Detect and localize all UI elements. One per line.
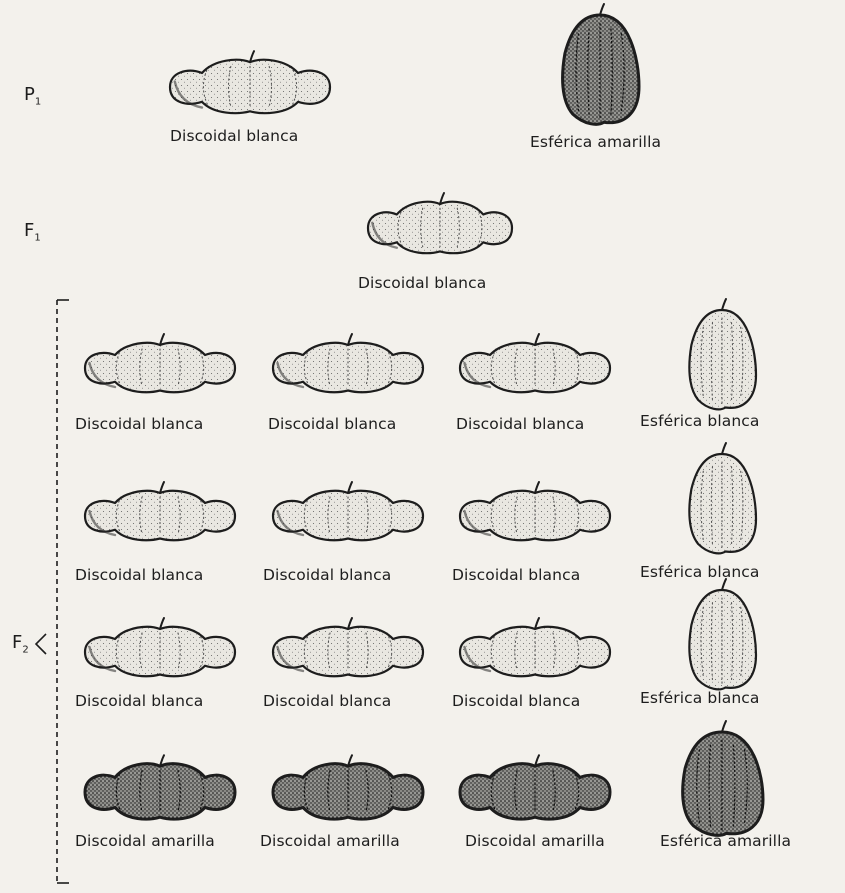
generation-letter: P <box>24 84 35 105</box>
fruit-f2-r1-c3 <box>460 334 610 392</box>
generation-label-f1: F1 <box>24 220 41 244</box>
fruit-f2-r4-c3 <box>460 755 610 819</box>
fruit-f2-r1-c1 <box>85 334 235 392</box>
fruit-f2-r4-c1 <box>85 755 235 819</box>
fruit-f2-r3-c1 <box>85 618 235 676</box>
fruit-label: Esférica blanca <box>640 563 759 581</box>
fruit-f2-r1-c4 <box>689 299 756 409</box>
fruit-label: Discoidal blanca <box>452 692 580 710</box>
fruit-f2-r2-c2 <box>273 482 423 540</box>
fruit-label: Esférica amarilla <box>530 133 661 151</box>
generation-subscript: 2 <box>22 645 28 656</box>
fruit-f2-r3-c2 <box>273 618 423 676</box>
fruit-label: Discoidal blanca <box>75 692 203 710</box>
fruit-label: Discoidal blanca <box>170 127 298 145</box>
fruit-label: Discoidal blanca <box>75 415 203 433</box>
fruit-f1-1 <box>368 193 512 253</box>
fruit-label: Esférica blanca <box>640 412 759 430</box>
fruit-p1-1 <box>170 51 330 113</box>
fruit-label: Discoidal blanca <box>268 415 396 433</box>
fruit-f2-r4-c2 <box>273 755 423 819</box>
fruit-label: Discoidal blanca <box>263 566 391 584</box>
generation-label-f2: F2 <box>12 632 29 656</box>
fruit-label: Discoidal blanca <box>263 692 391 710</box>
fruit-label: Discoidal blanca <box>452 566 580 584</box>
fruit-label: Discoidal amarilla <box>75 832 215 850</box>
fruit-label: Discoidal blanca <box>75 566 203 584</box>
generation-letter: F <box>12 632 22 653</box>
fruit-label: Discoidal amarilla <box>465 832 605 850</box>
f2-bracket <box>36 300 69 883</box>
fruit-f2-r3-c3 <box>460 618 610 676</box>
fruit-label: Esférica blanca <box>640 689 759 707</box>
generation-label-p1: P1 <box>24 84 41 108</box>
fruit-f2-r2-c3 <box>460 482 610 540</box>
fruit-label: Discoidal blanca <box>456 415 584 433</box>
generation-subscript: 1 <box>35 97 41 108</box>
fruit-label: Esférica amarilla <box>660 832 791 850</box>
fruit-f2-r2-c4 <box>689 443 756 553</box>
fruit-label: Discoidal amarilla <box>260 832 400 850</box>
fruit-p1-2 <box>563 4 639 124</box>
fruit-f2-r4-c4 <box>683 721 763 835</box>
generation-letter: F <box>24 220 34 241</box>
fruit-f2-r2-c1 <box>85 482 235 540</box>
fruit-f2-r3-c4 <box>689 579 756 689</box>
fruit-label: Discoidal blanca <box>358 274 486 292</box>
fruit-f2-r1-c2 <box>273 334 423 392</box>
generation-subscript: 1 <box>34 233 40 244</box>
